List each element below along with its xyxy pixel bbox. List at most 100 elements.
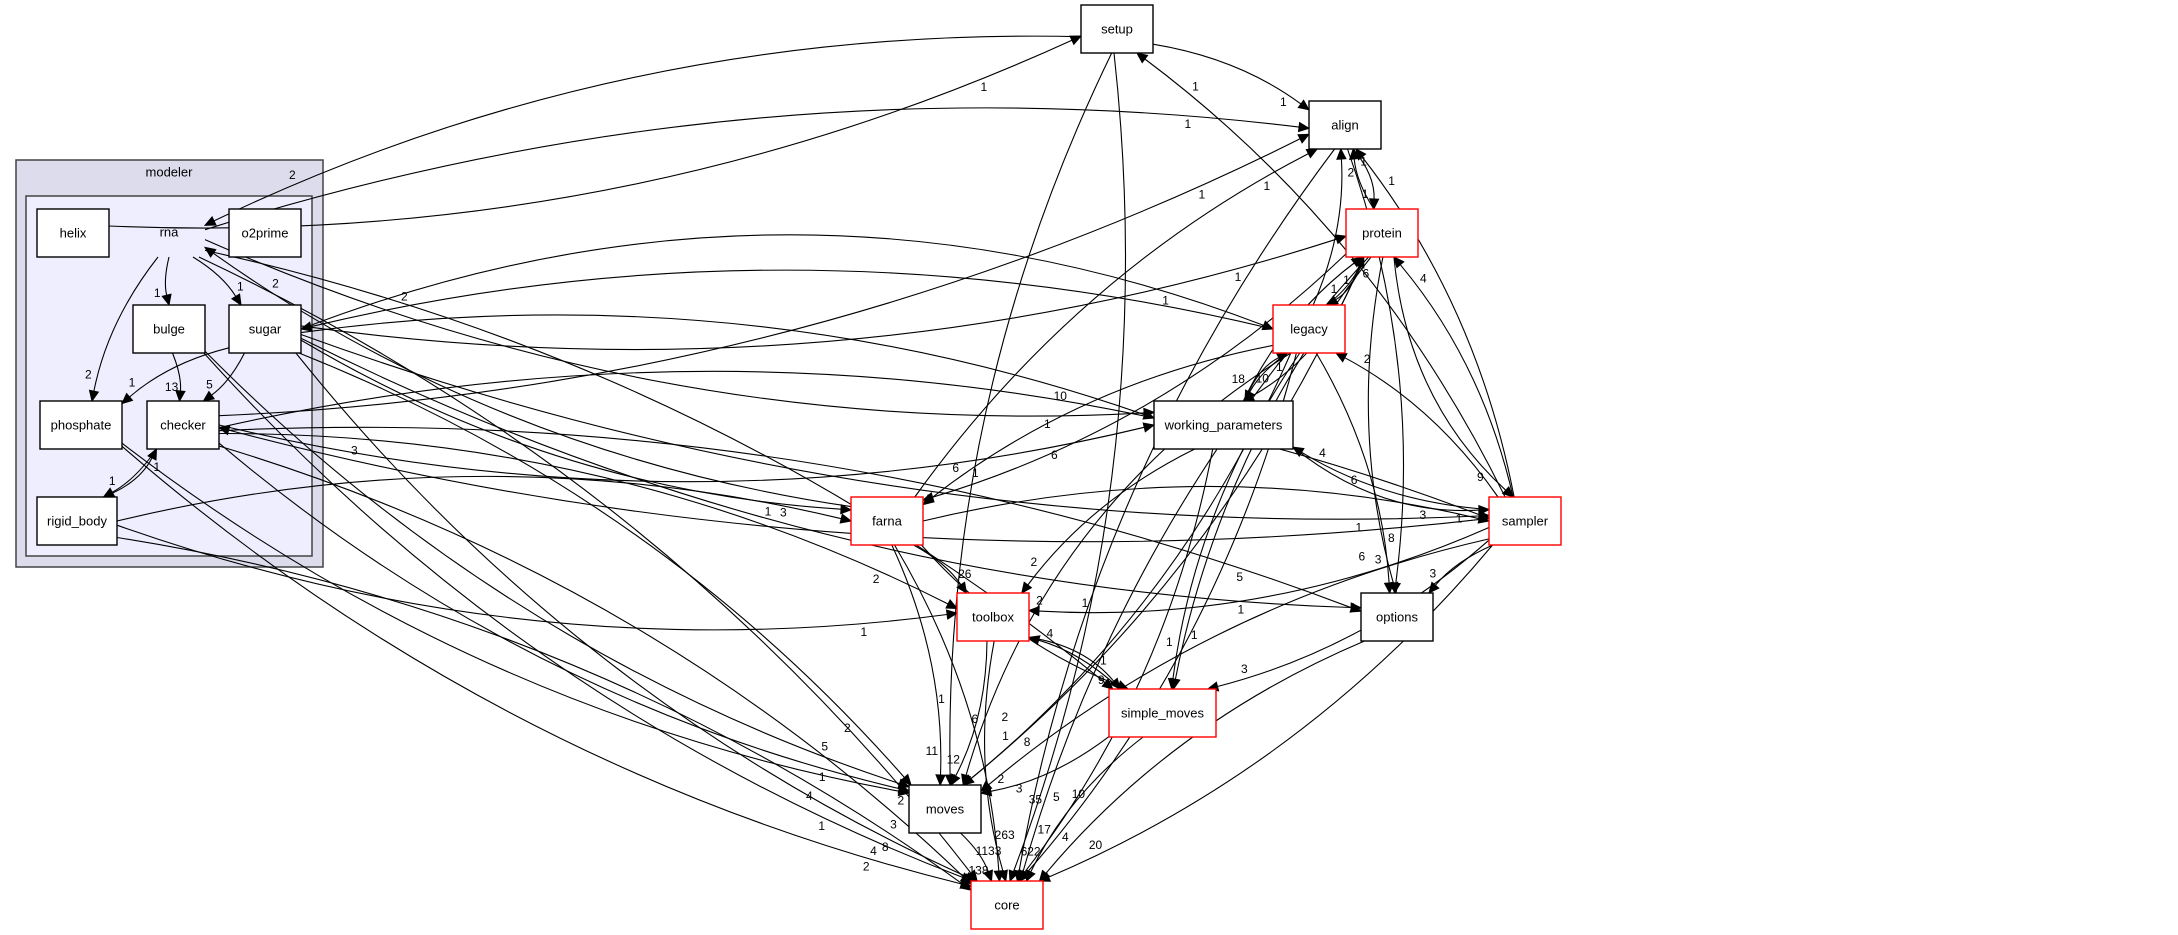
edge-label-protein-to-simple_moves[interactable]: 1 bbox=[1191, 628, 1198, 642]
edge-simple_moves-to-core[interactable] bbox=[1030, 736, 1144, 873]
edge-label-sugar-to-phosphate[interactable]: 1 bbox=[129, 375, 136, 389]
edge-label-working_parameters-to-legacy[interactable]: 1 bbox=[1276, 360, 1283, 374]
edge-label-rna-to-simple_moves[interactable]: 2 bbox=[1036, 593, 1043, 607]
edge-label-legacy-to-sugar[interactable]: 2 bbox=[401, 289, 408, 303]
edge-sampler-to-toolbox[interactable] bbox=[1038, 526, 1490, 614]
edge-farna-to-align[interactable] bbox=[914, 153, 1309, 498]
edge-label-working_parameters-to-toolbox[interactable]: 2 bbox=[1031, 555, 1038, 569]
edge-protein-to-sampler[interactable] bbox=[1393, 256, 1507, 491]
node-label-core[interactable]: core bbox=[994, 897, 1019, 912]
edge-label-sampler-to-legacy[interactable]: 2 bbox=[1364, 352, 1371, 366]
edge-label-phosphate-to-moves[interactable]: 4 bbox=[806, 789, 813, 803]
edge-rna-to-sugar[interactable] bbox=[192, 256, 237, 297]
node-label-setup[interactable]: setup bbox=[1101, 21, 1133, 36]
edge-sugar-to-legacy[interactable] bbox=[300, 234, 1264, 330]
node-box-rigid_body[interactable] bbox=[36, 496, 118, 546]
edge-label-checker-to-working_parameters[interactable]: 6 bbox=[1051, 448, 1058, 462]
edge-label-protein-to-align[interactable]: 1 bbox=[1360, 154, 1367, 168]
node-bulge[interactable]: bulge bbox=[132, 304, 206, 354]
edge-label-setup-to-core[interactable]: 5 bbox=[1053, 790, 1060, 804]
node-label-working_parameters[interactable]: working_parameters bbox=[1164, 417, 1283, 432]
edge-label-protein-to-legacy[interactable]: 1 bbox=[1331, 282, 1338, 296]
edge-label-legacy-to-align[interactable]: 2 bbox=[1348, 165, 1355, 179]
edge-label-legacy-to-moves[interactable]: 6 bbox=[971, 712, 978, 726]
edge-label-farna-to-align[interactable]: 1 bbox=[1263, 179, 1270, 193]
edge-toolbox-to-simple_moves[interactable] bbox=[1028, 636, 1115, 682]
node-sampler[interactable]: sampler bbox=[1488, 496, 1562, 546]
node-checker[interactable]: checker bbox=[146, 400, 220, 450]
edge-simple_moves-to-moves[interactable] bbox=[990, 736, 1110, 792]
edge-bulge-to-core[interactable] bbox=[203, 352, 963, 878]
edge-rna-to-align[interactable] bbox=[204, 107, 1300, 231]
node-options[interactable]: options bbox=[1360, 592, 1434, 642]
edge-label-protein-to-sampler[interactable]: 9 bbox=[1477, 470, 1484, 484]
edge-label-farna-to-sampler[interactable]: 3 bbox=[1419, 508, 1426, 522]
edge-sampler-to-align[interactable] bbox=[1361, 156, 1515, 498]
edge-rna-to-phosphate[interactable] bbox=[93, 256, 159, 392]
node-box-setup[interactable] bbox=[1080, 4, 1154, 54]
edge-sugar-to-sampler[interactable] bbox=[300, 333, 1480, 520]
edge-label-sugar-to-core[interactable]: 8 bbox=[882, 840, 889, 854]
node-box-protein[interactable] bbox=[1345, 208, 1419, 258]
edge-label-protein-to-working_parameters[interactable]: 10 bbox=[1256, 371, 1270, 385]
edge-label-rna-to-bulge[interactable]: 1 bbox=[154, 286, 161, 300]
edge-label-bulge-to-moves[interactable]: 5 bbox=[821, 740, 828, 754]
rna-cluster-label[interactable]: rna bbox=[160, 224, 180, 239]
node-label-sampler[interactable]: sampler bbox=[1502, 513, 1549, 528]
edge-label-rigid_body-to-core[interactable]: 4 bbox=[870, 844, 877, 858]
node-box-helix[interactable] bbox=[36, 208, 110, 258]
edge-label-sugar-to-options[interactable]: 1 bbox=[1238, 603, 1245, 617]
edge-legacy-to-sugar[interactable] bbox=[310, 269, 1274, 330]
node-label-align[interactable]: align bbox=[1331, 117, 1358, 132]
edge-label-checker-to-sampler[interactable]: 6 bbox=[1351, 473, 1358, 487]
node-label-farna[interactable]: farna bbox=[872, 513, 902, 528]
edge-checker-to-moves[interactable] bbox=[218, 442, 900, 790]
edge-label-rigid_body-to-farna[interactable]: 1 bbox=[765, 504, 772, 518]
node-label-simple_moves[interactable]: simple_moves bbox=[1121, 705, 1205, 720]
edge-setup-to-moves[interactable] bbox=[949, 52, 1113, 776]
edge-protein-to-align[interactable] bbox=[1353, 158, 1375, 210]
edge-label-phosphate-to-core[interactable]: 2 bbox=[863, 860, 870, 874]
edge-label-legacy-to-working_parameters[interactable]: 18 bbox=[1232, 372, 1246, 386]
node-setup[interactable]: setup bbox=[1080, 4, 1154, 54]
node-box-simple_moves[interactable] bbox=[1108, 688, 1217, 738]
edge-label-legacy-to-simple_moves[interactable]: 1 bbox=[1166, 635, 1173, 649]
edge-label-sampler-to-moves[interactable]: 8 bbox=[1024, 735, 1031, 749]
edge-label-sampler-to-align[interactable]: 1 bbox=[1388, 174, 1395, 188]
edge-setup-to-rna[interactable] bbox=[213, 35, 1082, 222]
node-box-farna[interactable] bbox=[850, 496, 924, 546]
edge-sampler-to-legacy[interactable] bbox=[1344, 357, 1499, 498]
modeler-cluster-label[interactable]: modeler bbox=[146, 164, 194, 179]
edge-label-checker-to-align[interactable]: 1 bbox=[1198, 187, 1205, 201]
edge-checker-to-align[interactable] bbox=[218, 138, 1301, 417]
edge-label-sampler-to-simple_moves[interactable]: 3 bbox=[1241, 662, 1248, 676]
edge-label-helix-to-setup[interactable]: 1 bbox=[981, 80, 988, 94]
edge-label-sugar-to-working_parameters[interactable]: 10 bbox=[1054, 389, 1068, 403]
node-label-helix[interactable]: helix bbox=[60, 225, 87, 240]
edge-sampler-to-moves[interactable] bbox=[988, 538, 1490, 786]
edge-label-protein-to-options[interactable]: 6 bbox=[1359, 549, 1366, 563]
edge-label-options-to-core[interactable]: 4 bbox=[1062, 830, 1069, 844]
edge-label-rna-to-sugar[interactable]: 1 bbox=[237, 279, 244, 293]
edge-bulge-to-checker[interactable] bbox=[171, 352, 182, 392]
node-box-legacy[interactable] bbox=[1272, 304, 1346, 354]
edge-phosphate-to-core[interactable] bbox=[121, 445, 962, 885]
edge-farna-to-moves[interactable] bbox=[891, 544, 942, 776]
edge-label-sampler-to-core[interactable]: 20 bbox=[1089, 838, 1103, 852]
edge-label-simple_moves-to-moves[interactable]: 2 bbox=[998, 772, 1005, 786]
edge-working_parameters-to-sampler[interactable] bbox=[1292, 446, 1480, 512]
node-o2prime[interactable]: o2prime bbox=[228, 208, 302, 258]
node-box-sampler[interactable] bbox=[1488, 496, 1562, 546]
edge-rigid_body-to-farna[interactable] bbox=[116, 475, 842, 522]
node-label-toolbox[interactable]: toolbox bbox=[972, 609, 1014, 624]
edge-label-bulge-to-checker[interactable]: 13 bbox=[165, 380, 179, 394]
edge-label-rna-to-core[interactable]: 2 bbox=[898, 793, 905, 807]
edge-align-to-protein[interactable] bbox=[1352, 148, 1375, 200]
node-box-working_parameters[interactable] bbox=[1153, 400, 1294, 450]
edge-label-farna-to-toolbox[interactable]: 26 bbox=[958, 567, 972, 581]
node-label-phosphate[interactable]: phosphate bbox=[51, 417, 112, 432]
edge-label-bulge-to-core[interactable]: 1 bbox=[818, 819, 825, 833]
node-sugar[interactable]: sugar bbox=[228, 304, 302, 354]
edge-checker-to-working_parameters[interactable] bbox=[218, 424, 1145, 483]
node-box-align[interactable] bbox=[1308, 100, 1382, 150]
